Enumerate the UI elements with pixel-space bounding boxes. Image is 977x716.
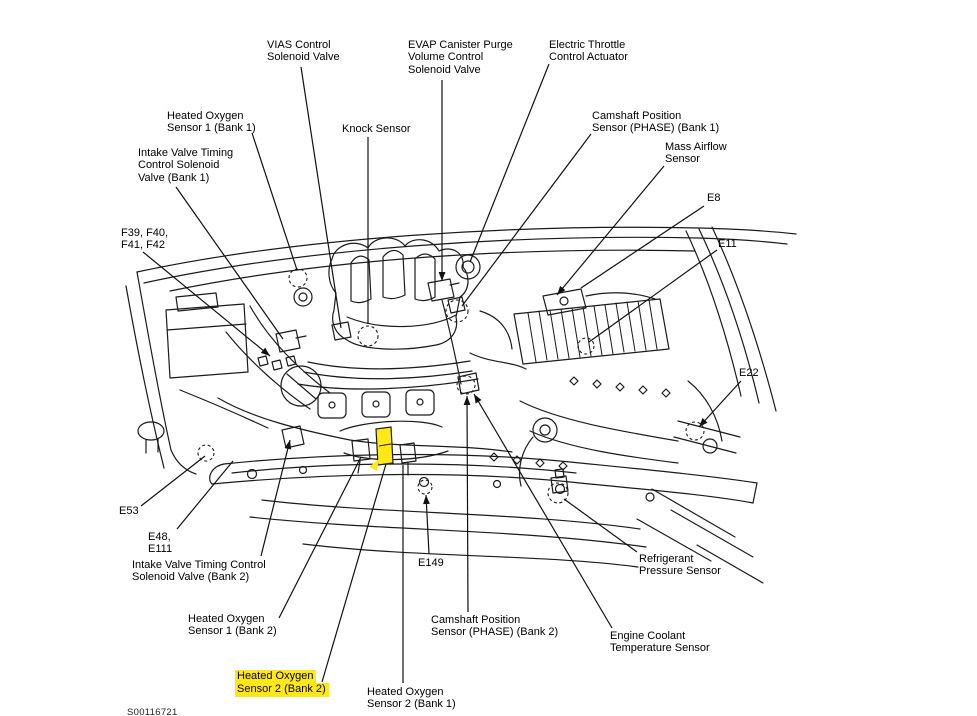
callout-label-line: Camshaft Position	[592, 110, 682, 122]
callout-label-line: Engine Coolant	[610, 630, 686, 642]
callout-label-line: Heated Oxygen	[235, 670, 317, 684]
callout-label-line: Control Actuator	[549, 51, 628, 64]
callout-label-line: Heated Oxygen	[367, 686, 444, 698]
callout-label-line: Temperature Sensor	[610, 642, 710, 655]
callout-label-line: Sensor 1 (Bank 1)	[167, 122, 256, 135]
callout-label-line: E48,	[148, 531, 171, 543]
callout-label-line: Sensor 2 (Bank 1)	[367, 698, 456, 711]
callout-label-line: E22	[739, 367, 759, 379]
callout-label-line: Intake Valve Timing Control	[132, 559, 266, 571]
callout-label-line: Solenoid Valve	[267, 51, 340, 64]
callout-label-line: Knock Sensor	[342, 123, 411, 135]
callout-e8: E8	[707, 192, 720, 204]
callout-label-line: Heated Oxygen	[188, 613, 265, 625]
callout-label-line: Electric Throttle	[549, 39, 626, 51]
callout-label-line: Sensor 2 (Bank 2)	[235, 683, 329, 697]
callout-label-line: Sensor	[665, 153, 700, 166]
callout-e149: E149	[418, 557, 444, 569]
callout-f39-f40-f41-f42: F39, F40,F41, F42	[121, 227, 168, 252]
callout-label-line: Camshaft Position	[431, 614, 521, 626]
callout-label-line: E8	[707, 192, 721, 204]
callout-label-line: E11	[718, 238, 737, 250]
callout-label-line: Control Solenoid	[138, 159, 220, 172]
callout-e53: E53	[119, 505, 139, 517]
callout-label-line: E53	[119, 505, 139, 517]
callout-label-line: Refrigerant	[639, 553, 694, 565]
callout-label-line: Sensor (PHASE) (Bank 2)	[431, 626, 559, 639]
callout-label-line: Volume Control	[408, 51, 484, 64]
callout-label-line: Valve (Bank 1)	[138, 171, 210, 184]
figure-code: S00116721	[127, 707, 178, 716]
callout-e11: E11	[718, 238, 737, 250]
callout-label-line: Solenoid Valve	[408, 63, 481, 76]
callout-label-line: EVAP Canister Purge	[408, 39, 513, 51]
callout-knock-sensor: Knock Sensor	[342, 123, 410, 135]
callout-label-line: VIAS Control	[267, 39, 331, 51]
callout-label-line: Mass Airflow	[665, 141, 727, 153]
callout-label-line: F39, F40,	[121, 227, 169, 239]
callout-label-line: Intake Valve Timing	[138, 147, 234, 159]
callout-label-line: F41, F42	[121, 239, 166, 252]
callout-label-line: Heated Oxygen	[167, 110, 244, 122]
callout-label-line: Pressure Sensor	[639, 565, 721, 578]
callout-e22: E22	[739, 367, 759, 379]
callout-label-line: Solenoid Valve (Bank 2)	[132, 571, 250, 584]
callout-label-line: Sensor (PHASE) (Bank 1)	[592, 122, 720, 135]
callout-label-line: E149	[418, 557, 444, 569]
callout-label-line: E111	[148, 543, 173, 556]
callout-e48-e111: E48,E111	[148, 531, 172, 556]
callout-label-line: Sensor 1 (Bank 2)	[188, 625, 277, 638]
